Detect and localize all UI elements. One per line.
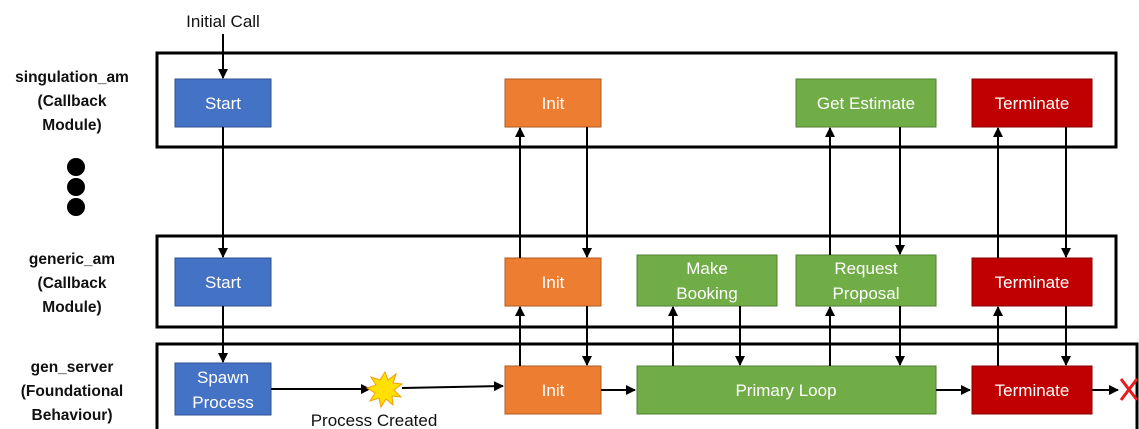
row-label-line: (Callback: [38, 275, 107, 292]
box-label: Start: [205, 273, 241, 292]
process-created-burst-icon: [365, 370, 404, 409]
box-label: Request: [834, 259, 898, 278]
generic-start-box: Start: [174, 257, 272, 307]
row-label-generic: generic_am (Callback Module): [29, 251, 115, 316]
gen-server-container: [155, 342, 1139, 429]
row-label-singulation: singulation_am (Callback Module): [15, 69, 129, 134]
singulation-module-container: [155, 51, 1118, 149]
row-label-line: Module): [42, 299, 101, 316]
box-label: Primary Loop: [735, 381, 836, 400]
generic-request-proposal-box: Request Proposal: [795, 254, 937, 307]
created-to-init-arrow: [401, 381, 504, 392]
generic-terminate-box: Terminate: [971, 257, 1093, 307]
generic-make-booking-box: Make Booking: [636, 254, 778, 307]
box-label: Init: [542, 381, 565, 400]
box-label: Init: [542, 94, 565, 113]
box-label: Get Estimate: [817, 94, 915, 113]
box-label: Spawn: [197, 368, 249, 387]
box-label: Init: [542, 273, 565, 292]
box-label: Start: [205, 94, 241, 113]
process-created-label: Process Created: [311, 411, 438, 429]
initial-call-label: Initial Call: [186, 12, 260, 31]
generic-module-container: [155, 234, 1118, 329]
box-label: Terminate: [995, 94, 1070, 113]
row-label-line: Behaviour): [32, 407, 113, 424]
generic-init-box: Init: [504, 257, 602, 307]
box-label: Make: [686, 259, 728, 278]
gen-server-init-box: Init: [504, 365, 602, 415]
row-label-line: Module): [42, 117, 101, 134]
box-label: Terminate: [995, 381, 1070, 400]
gen-server-terminate-box: Terminate: [971, 365, 1093, 415]
box-label: Booking: [676, 284, 737, 303]
row-label-gen-server: gen_server (Foundational Behaviour): [21, 359, 123, 424]
singulation-init-box: Init: [504, 78, 602, 128]
process-end-cross-icon: [1119, 378, 1139, 401]
singulation-get-estimate-box: Get Estimate: [795, 78, 937, 128]
row-label-line: (Callback: [38, 93, 107, 110]
singulation-start-box: Start: [174, 78, 272, 128]
row-label-line: gen_server: [31, 359, 114, 376]
gen-server-primary-loop-box: Primary Loop: [636, 365, 937, 415]
box-label: Proposal: [832, 284, 899, 303]
row-label-line: generic_am: [29, 251, 115, 268]
ellipsis-dot: [67, 198, 85, 216]
gen-server-spawn-process-box: Spawn Process: [174, 362, 272, 416]
row-label-line: singulation_am: [15, 69, 129, 86]
ellipsis-dots: [67, 158, 85, 216]
box-label: Process: [192, 393, 253, 412]
ellipsis-dot: [67, 158, 85, 176]
ellipsis-dot: [67, 178, 85, 196]
row-label-line: (Foundational: [21, 383, 123, 400]
box-label: Terminate: [995, 273, 1070, 292]
singulation-terminate-box: Terminate: [971, 78, 1093, 128]
